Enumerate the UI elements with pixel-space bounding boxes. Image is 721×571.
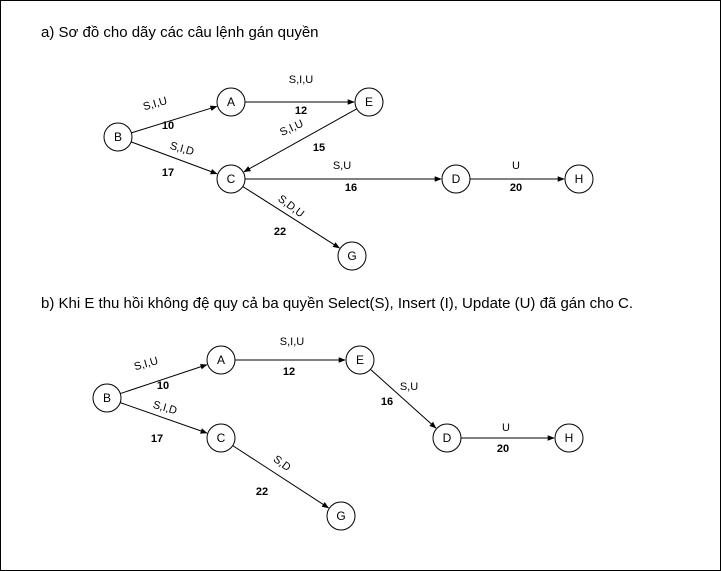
a-node-h: [564, 164, 594, 194]
a-node-e: [354, 87, 384, 117]
b-edge-b-c: [120, 402, 208, 434]
b-edge-privileges-d-h: U: [502, 422, 510, 434]
a-edge-privileges-d-h: U: [512, 160, 520, 172]
b-node-g: [326, 501, 356, 531]
b-node-label-c: C: [217, 431, 226, 445]
b-edge-privileges-a-e: S,I,U: [280, 336, 305, 348]
b-node-h: [554, 423, 584, 453]
b-edge-privileges-c-g: S,D: [271, 453, 293, 474]
title-a: a) Sơ đồ cho dãy các câu lệnh gán quyền: [41, 24, 319, 41]
a-node-b: [103, 122, 133, 152]
a-edge-privileges-b-a: S,I,U: [142, 95, 169, 113]
a-node-label-h: H: [575, 172, 584, 186]
a-edge-c-g: [242, 186, 340, 249]
b-node-label-b: B: [103, 391, 111, 405]
title-b: b) Khi E thu hồi không đệ quy cả ba quyề…: [41, 295, 633, 312]
b-node-a: [206, 345, 236, 375]
b-edge-weight-a-e: 12: [283, 366, 295, 378]
a-edge-weight-e-c: 15: [313, 142, 325, 154]
b-edge-weight-b-c: 17: [151, 433, 163, 445]
b-node-label-a: A: [217, 353, 225, 367]
b-node-label-e: E: [356, 353, 364, 367]
a-node-label-a: A: [227, 95, 235, 109]
a-node-label-e: E: [365, 95, 373, 109]
a-node-d: [441, 164, 471, 194]
a-edge-privileges-c-d: S,U: [333, 160, 351, 172]
a-node-label-d: D: [452, 172, 461, 186]
a-edge-b-a: [131, 105, 218, 134]
a-edge-weight-d-h: 20: [510, 182, 522, 194]
b-edge-weight-d-h: 20: [497, 443, 509, 455]
b-edge-weight-e-d: 16: [381, 396, 393, 408]
b-edge-b-a: [120, 364, 208, 395]
b-edge-weight-c-g: 22: [256, 486, 268, 498]
a-edge-privileges-e-c: S,I,U: [278, 118, 305, 139]
a-node-label-g: G: [347, 249, 356, 263]
a-node-label-c: C: [227, 172, 236, 186]
b-node-e: [345, 345, 375, 375]
b-edge-e-d: [370, 368, 437, 429]
a-edge-e-c: [243, 108, 358, 173]
a-edge-weight-c-d: 16: [345, 182, 357, 194]
b-node-label-g: G: [336, 509, 345, 523]
b-edge-privileges-e-d: S,U: [400, 381, 418, 393]
diagram-a: S,I,U10S,I,U12S,I,U15S,I,D17S,U16U20S,D,…: [103, 74, 594, 271]
b-edge-privileges-b-a: S,I,U: [133, 355, 160, 373]
a-edge-weight-a-e: 12: [295, 105, 307, 117]
b-node-label-h: H: [565, 431, 574, 445]
b-node-c: [206, 423, 236, 453]
a-node-a: [216, 87, 246, 117]
b-edge-c-g: [232, 445, 330, 509]
a-node-label-b: B: [114, 130, 122, 144]
a-edge-privileges-a-e: S,I,U: [289, 74, 314, 86]
b-node-b: [92, 383, 122, 413]
a-node-g: [337, 241, 367, 271]
a-node-c: [216, 164, 246, 194]
a-edge-b-c: [130, 141, 218, 175]
a-edge-weight-b-c: 17: [162, 167, 174, 179]
a-edge-privileges-b-c: S,I,D: [168, 140, 195, 158]
b-edge-weight-b-a: 10: [157, 380, 169, 392]
a-edge-weight-b-a: 10: [162, 120, 174, 132]
b-node-d: [432, 423, 462, 453]
a-edge-weight-c-g: 22: [274, 226, 286, 238]
b-node-label-d: D: [443, 431, 452, 445]
a-edge-privileges-c-g: S,D,U: [275, 193, 306, 220]
